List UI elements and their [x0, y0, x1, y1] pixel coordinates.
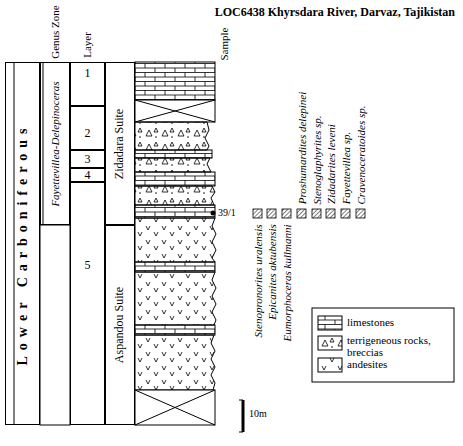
species-name: Eumorphoceras kullmanni	[281, 224, 293, 341]
genus-zone-band: Fayettevillea-Delepinoceras	[40, 62, 70, 225]
column-header: Sample	[218, 27, 230, 60]
layer-cell: 2	[70, 106, 105, 150]
layer-cell: 4	[70, 168, 105, 182]
species-name: Proshumardites delepinei	[296, 91, 308, 204]
column-header: Genus Zone	[49, 5, 61, 58]
node-text: Lower Carboniferous	[15, 122, 30, 365]
suite-band: Zidadara Suite	[105, 62, 135, 225]
species-name: Cravenoceratoides sp.	[355, 105, 367, 204]
node-text: 1	[71, 67, 104, 80]
species-name: Zidadarites leveni	[325, 124, 337, 204]
sample-number: 39/1	[218, 207, 236, 218]
legend-text: terrigeneous rocks, breccias	[347, 334, 449, 358]
node-text: 4	[71, 169, 104, 182]
node-text: Zidadara Suite	[113, 108, 126, 178]
title: LOC6438 Khyrsdara River, Darvaz, Tajikis…	[215, 6, 455, 19]
species-name: Epicanites aktubensis	[266, 224, 278, 320]
legend-text: andesites	[347, 358, 449, 370]
node-text: Fayettevillea-Delepinoceras	[49, 81, 61, 206]
node-text: 2	[71, 127, 104, 140]
species-name: Fayettevillea sp.	[340, 131, 352, 204]
legend-text: limestones	[347, 316, 449, 328]
species-name: Stenoglaphyrites sp.	[311, 115, 323, 204]
layer-cell: 3	[70, 150, 105, 168]
node-text: 5	[71, 259, 104, 272]
scale-label: 10m	[249, 408, 267, 419]
node-text: 3	[71, 153, 104, 166]
column-header: Layer	[81, 32, 93, 58]
period-band: Lower Carboniferous	[5, 62, 40, 425]
node-text: Aspandou Suite	[113, 287, 126, 363]
suite-band: Aspandou Suite	[105, 225, 135, 425]
layer-cell: 5	[70, 182, 105, 425]
species-name: Stenopronorites uralensis	[252, 224, 264, 337]
layer-cell: 1	[70, 62, 105, 106]
